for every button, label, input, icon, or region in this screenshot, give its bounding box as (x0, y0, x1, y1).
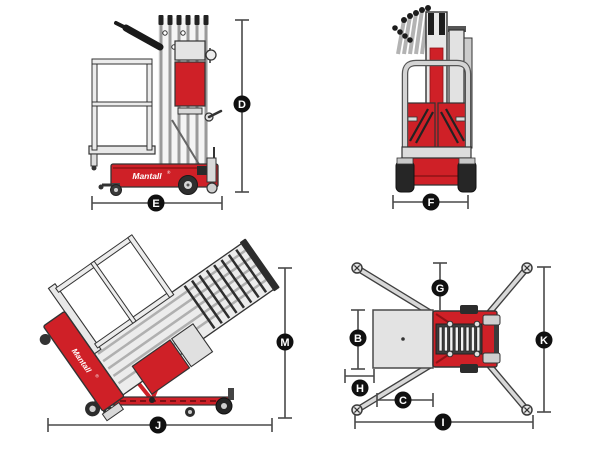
wheel-right-top (482, 314, 501, 326)
dimension-I: I (354, 413, 534, 431)
brand-mark-stowed: ® (94, 373, 101, 380)
dim-circle-c (394, 391, 412, 409)
dimension-D: D (233, 19, 251, 193)
dolly-wheel (215, 388, 234, 415)
chassis-top (432, 305, 501, 373)
stowed-chassis: Mantall ® (39, 311, 125, 422)
front-caster (110, 183, 122, 196)
pothole-bar (98, 183, 112, 190)
stowed-mast (90, 238, 280, 396)
outrigger-foot (351, 404, 363, 416)
side-view: Mantall ® (88, 15, 251, 212)
guardrail (401, 59, 472, 152)
winch-pulley (205, 48, 217, 63)
dim-label-c: C (399, 395, 407, 407)
platform-top (372, 309, 434, 369)
dim-circle-d (233, 95, 251, 113)
power-box (174, 61, 206, 107)
stowed-machine: Mantall ® (39, 234, 280, 422)
dim-label-i: I (441, 417, 444, 429)
dim-label-g: G (436, 283, 445, 295)
top-view: G B H C (344, 262, 553, 431)
platform (88, 58, 156, 171)
dim-label-m: M (280, 337, 289, 349)
tilt-strut (171, 119, 201, 167)
stowed-caster (39, 333, 51, 345)
dimension-E: E (91, 194, 223, 212)
dimension-J: J (47, 416, 273, 434)
wheel-right-bottom (482, 352, 501, 364)
release-lever (204, 109, 223, 122)
dim-label-d: D (238, 99, 246, 111)
dim-label-e: E (152, 198, 159, 210)
dim-label-b: B (354, 333, 362, 345)
dim-label-f: F (428, 197, 435, 209)
dim-label-h: H (356, 383, 364, 395)
outriggers (351, 262, 533, 416)
brand-logo: Mantall (132, 171, 162, 181)
outrigger-foot (351, 262, 363, 274)
dim-label-j: J (155, 420, 161, 432)
dim-circle-i (434, 413, 452, 431)
rear-bumper (494, 318, 499, 360)
dim-circle-m (276, 333, 294, 351)
rear-wheel (178, 175, 198, 195)
dim-circle-k (535, 331, 553, 349)
dim-circle-b (349, 329, 367, 347)
brand-mark: ® (167, 169, 171, 175)
stowed-control-box (170, 323, 214, 368)
stowed-view: Mantall ® M J (39, 234, 294, 434)
dimension-H: H (344, 369, 375, 397)
stowed-platform (47, 234, 175, 355)
dimension-C: C (376, 391, 434, 409)
battery-box (197, 166, 215, 175)
outrigger-foot (521, 404, 533, 416)
dim-circle-e (147, 194, 165, 212)
front-view: F (392, 5, 477, 211)
dim-label-k: K (540, 335, 548, 347)
vent-panel (177, 107, 203, 115)
wheel-top (460, 305, 478, 314)
dimension-K: K (535, 266, 553, 413)
dimension-G: G (431, 262, 449, 310)
dimension-M: M (276, 267, 294, 419)
platform-panels (405, 102, 469, 149)
dim-circle-h (351, 379, 369, 397)
tilt-handle (114, 21, 164, 51)
stowed-power-box (131, 339, 191, 396)
dim-circle-g (431, 279, 449, 297)
dimension-F: F (392, 193, 469, 211)
dimension-B: B (349, 309, 367, 370)
outrigger-foot (521, 262, 533, 274)
wheel-bottom (460, 364, 478, 373)
control-box (174, 40, 206, 61)
mast-well (435, 323, 483, 355)
mast-tubes (392, 5, 431, 55)
dolly-caster (185, 407, 195, 417)
right-wheel (457, 157, 477, 193)
left-wheel (395, 157, 415, 193)
chassis: Mantall ® (98, 147, 219, 196)
rear-bracket (206, 147, 218, 194)
dim-circle-f (422, 193, 440, 211)
front-chassis (395, 157, 477, 193)
dim-circle-j (149, 416, 167, 434)
